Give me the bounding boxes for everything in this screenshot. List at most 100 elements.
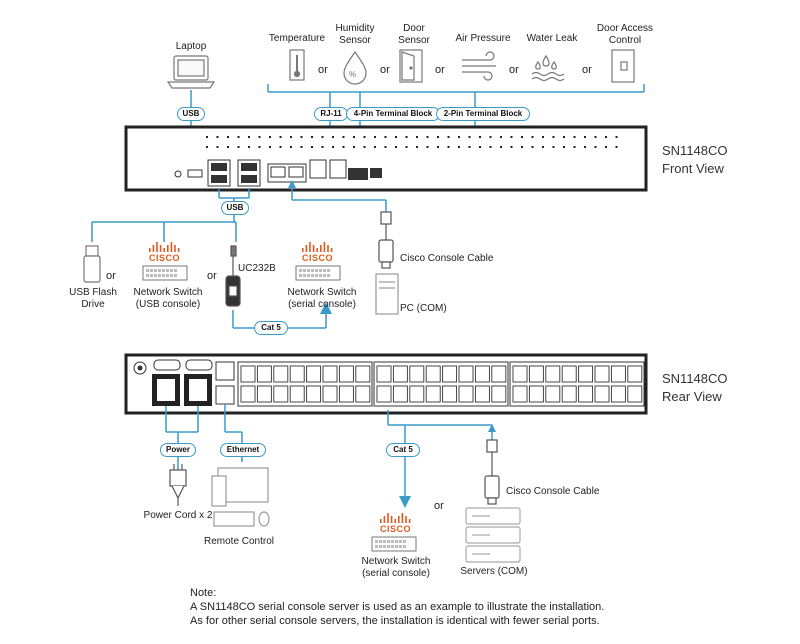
serial-port	[610, 385, 626, 403]
switch-port	[391, 545, 394, 548]
ethernet-pill: Ethernet	[220, 443, 266, 457]
switch-port	[319, 274, 322, 277]
switch-port	[311, 269, 314, 272]
cisco-bar	[327, 245, 329, 252]
or-text: or	[207, 270, 217, 282]
serial-port	[409, 365, 425, 383]
switch-port	[307, 274, 310, 277]
serial-port	[474, 365, 490, 383]
serial-port	[256, 385, 272, 403]
cat5-pill-front: Cat 5	[254, 321, 288, 335]
vent-dot	[615, 146, 618, 148]
switch-port	[387, 545, 390, 548]
cisco-console-cable-icon	[378, 211, 394, 269]
serial-port	[376, 365, 392, 383]
vent-dot	[395, 136, 397, 138]
switch-port	[395, 540, 398, 543]
cisco-bar	[380, 519, 382, 523]
vent-dot	[206, 146, 208, 148]
serial-port	[512, 365, 528, 383]
door-icon	[399, 49, 423, 83]
switch-port	[319, 269, 322, 272]
vent-dot	[447, 146, 450, 148]
vent-dot	[531, 136, 534, 138]
switch-port	[379, 540, 382, 543]
vent-dot	[248, 136, 250, 138]
sensor-label-air-pressure: Air Pressure	[455, 33, 511, 44]
vent-dot	[437, 136, 439, 138]
front-device-name: SN1148CO	[662, 143, 728, 158]
vent-dot	[279, 136, 282, 138]
vent-dot	[510, 136, 513, 138]
switch-port	[303, 269, 306, 272]
vent-dot	[300, 136, 303, 138]
vent-dot	[279, 146, 282, 148]
vent-dot	[521, 136, 523, 138]
serial-port	[442, 385, 458, 403]
vent-dot	[594, 146, 597, 148]
cat5-pill-rear: Cat 5	[386, 443, 420, 457]
vent-dot	[563, 146, 565, 148]
note-line-1: A SN1148CO serial console server is used…	[190, 601, 605, 613]
switch-port	[391, 540, 394, 543]
serial-port	[594, 365, 610, 383]
pc-label: PC (COM)	[400, 303, 447, 314]
vent-dot	[237, 136, 240, 138]
serial-port	[322, 385, 338, 403]
serial-port	[240, 385, 256, 403]
serial-port	[338, 365, 354, 383]
vent-dot	[468, 146, 471, 148]
cisco-bar	[383, 516, 386, 523]
thermometer-icon	[289, 49, 305, 81]
vent-dot	[290, 136, 292, 138]
serial-port	[289, 365, 305, 383]
switch-port	[150, 269, 153, 272]
cisco-bar	[323, 242, 326, 252]
vent-dot	[206, 136, 208, 138]
vent-dot	[584, 136, 586, 138]
cisco-cable-rear-label: Cisco Console Cable	[506, 486, 600, 497]
servers-icon	[465, 507, 521, 563]
switch-port	[146, 269, 149, 272]
air-pressure-icon	[462, 51, 496, 81]
vent-dot	[573, 136, 576, 138]
vent-dot	[468, 136, 471, 138]
vent-dot	[479, 146, 481, 148]
cisco-bar	[405, 516, 407, 523]
vent-dot	[237, 146, 240, 148]
vent-dot	[489, 136, 492, 138]
switch-port	[146, 274, 149, 277]
cisco-bar	[312, 245, 315, 252]
cisco-bar	[309, 242, 311, 252]
or-text: or	[582, 64, 592, 76]
rear-device-name: SN1148CO	[662, 371, 728, 386]
cisco-bar	[398, 516, 400, 523]
serial-port	[545, 385, 561, 403]
sensor-label-door-access: Door Access Control	[596, 23, 654, 46]
vent-dot	[542, 136, 544, 138]
cisco-bar	[174, 245, 176, 252]
switch-serial-rear-label: Network Switch (serial console)	[361, 556, 431, 579]
vent-dot	[258, 146, 261, 148]
power-plug-icon	[169, 464, 187, 506]
switch-port	[315, 274, 318, 277]
switch-port	[174, 274, 177, 277]
computer-icon	[211, 467, 270, 527]
vent-dot	[353, 136, 355, 138]
switch-port	[150, 274, 153, 277]
switch-port	[154, 274, 157, 277]
or-text: or	[435, 64, 445, 76]
cisco-bar	[159, 245, 162, 252]
switch-port	[383, 545, 386, 548]
water-leak-icon	[531, 54, 565, 82]
vent-dot	[290, 146, 292, 148]
vent-dot	[416, 146, 418, 148]
vent-dot	[552, 146, 555, 148]
switch-port	[315, 269, 318, 272]
usb-pill-top: USB	[177, 107, 205, 121]
usb-pill-bottom: USB	[221, 201, 249, 215]
switch-port	[327, 274, 330, 277]
vent-dot	[384, 146, 387, 148]
